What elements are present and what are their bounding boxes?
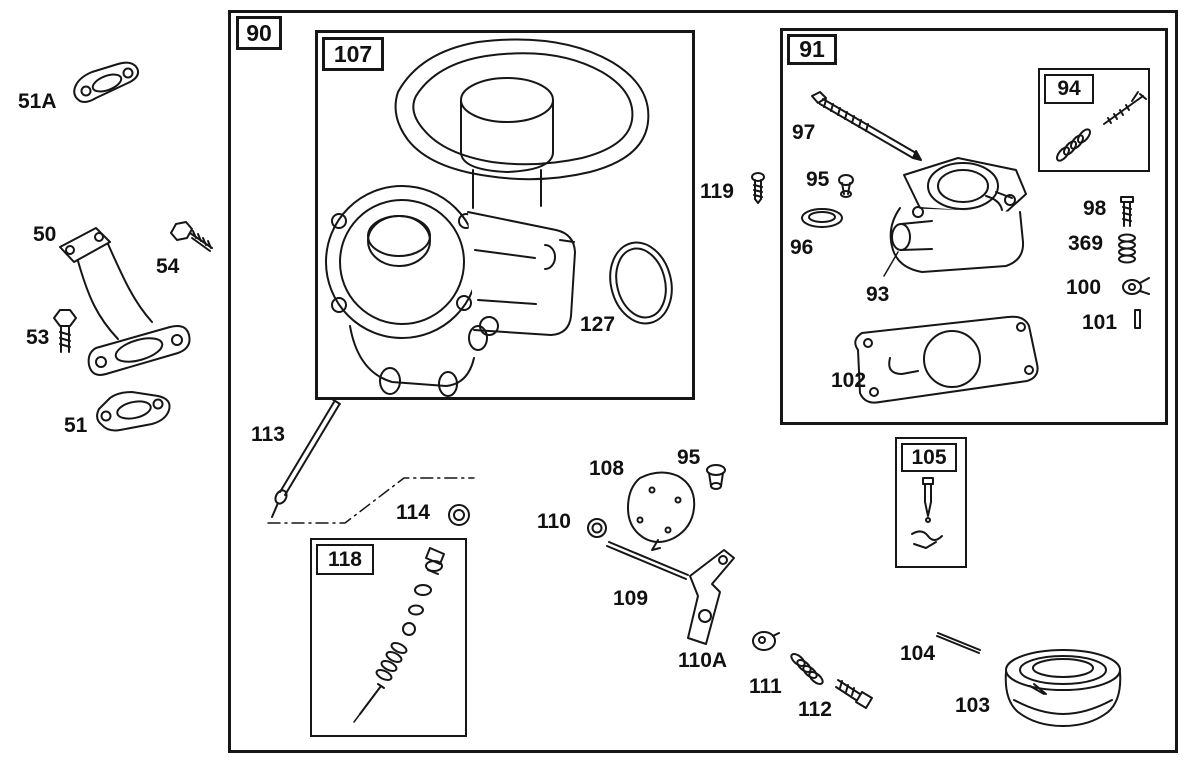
group-tag-118-label: 118: [328, 547, 362, 571]
bolt-97-art: [811, 91, 922, 161]
part-label-54: 54: [156, 255, 180, 278]
part-label-111: 111: [749, 675, 782, 698]
part-label-109: 109: [613, 587, 649, 610]
part-label-98: 98: [1083, 197, 1107, 220]
plug-95-art: [706, 464, 726, 490]
part-label-53: 53: [26, 326, 50, 349]
oring-127-art: [609, 241, 673, 325]
pin-101-art: [1134, 309, 1141, 329]
group-tag-107-label: 107: [333, 40, 373, 67]
part-label-114: 114: [396, 501, 430, 524]
part-label-95-top: 95: [806, 168, 830, 191]
gasket-51a-art: [73, 61, 140, 103]
part-label-50: 50: [33, 223, 57, 246]
group-tag-90-label: 90: [246, 19, 272, 46]
part-label-96: 96: [790, 236, 814, 259]
oring-110-art: [587, 518, 607, 538]
group-tag-91: 91: [787, 34, 837, 65]
part-label-108: 108: [589, 457, 625, 480]
intake-elbow-50-art: [59, 227, 191, 376]
group-tag-118: 118: [316, 544, 374, 575]
group-tag-94-label: 94: [1057, 77, 1081, 100]
clamp-100-art: [1122, 277, 1150, 295]
screw-98-art: [1120, 196, 1134, 227]
part-label-104: 104: [900, 642, 936, 665]
spring-369-art: [1118, 233, 1136, 264]
bolt-54-art: [170, 221, 213, 252]
part-label-112: 112: [798, 698, 832, 721]
pin-104-art: [936, 632, 981, 654]
part-label-113: 113: [251, 423, 285, 446]
group-tag-90: 90: [236, 16, 282, 50]
part-label-51: 51: [64, 414, 88, 437]
group-tag-105-label: 105: [911, 445, 947, 469]
screw-95-top-art: [838, 174, 854, 198]
diaphragm-108-art: [627, 471, 696, 551]
part-label-93: 93: [866, 283, 890, 306]
part-label-51a: 51A: [18, 90, 57, 113]
part-label-102: 102: [831, 369, 867, 392]
group-tag-91-label: 91: [799, 36, 825, 62]
screw-119-art: [751, 172, 765, 204]
part-label-95-mid: 95: [677, 446, 701, 469]
needle-113-art: [267, 398, 475, 524]
group-tag-107: 107: [322, 37, 384, 71]
carb-body-93-art: [883, 157, 1027, 277]
part-label-127: 127: [580, 313, 616, 336]
needle-94-art: [1056, 91, 1147, 162]
part-label-110: 110: [537, 510, 571, 533]
group-tag-105: 105: [901, 443, 957, 472]
part-label-369: 369: [1068, 232, 1104, 255]
carburetor-assembly-art: [325, 38, 650, 397]
screw-112-art: [835, 679, 873, 709]
bolt-53-art: [53, 309, 77, 353]
float-valve-105-art: [911, 477, 943, 549]
part-label-110a: 110A: [678, 649, 728, 672]
disc-110a-art: [752, 631, 780, 651]
throttle-shaft-109-art: [606, 541, 735, 645]
group-tag-94: 94: [1044, 74, 1094, 104]
part-label-101: 101: [1082, 311, 1118, 334]
gasket-102-art: [854, 315, 1039, 404]
part-label-100: 100: [1066, 276, 1102, 299]
part-label-97: 97: [792, 121, 816, 144]
oring-114-art: [448, 504, 470, 526]
needle-valve-118-art: [353, 547, 445, 723]
part-label-103: 103: [955, 694, 991, 717]
spring-111-art: [790, 653, 824, 685]
gasket-51-art: [96, 391, 171, 432]
part-label-119: 119: [700, 180, 734, 203]
washer-96-art: [801, 208, 843, 228]
float-bowl-103-art: [1004, 649, 1122, 727]
